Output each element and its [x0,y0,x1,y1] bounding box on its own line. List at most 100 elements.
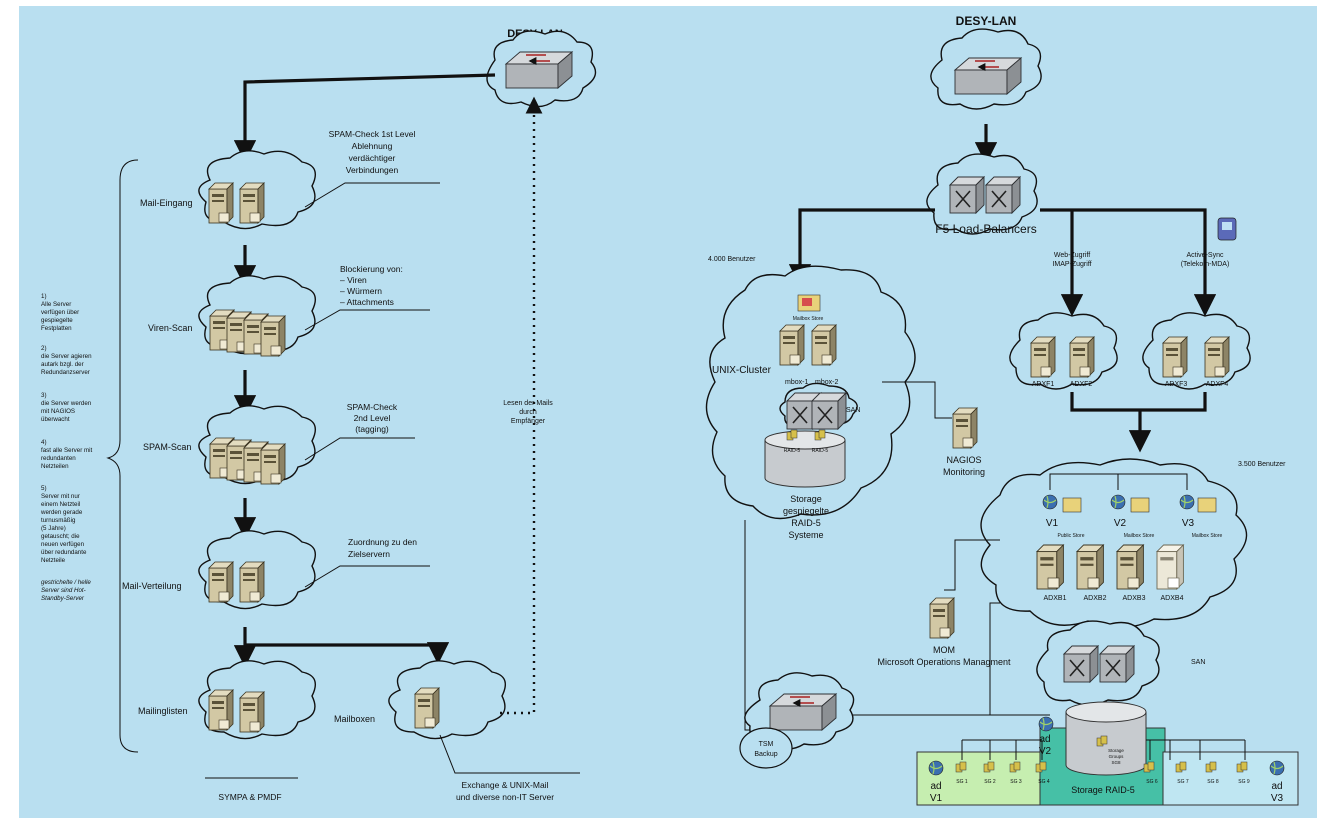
mom-label: MOM [933,645,955,655]
right-lan-switch [955,58,1021,94]
svg-text:Lesen der Mails: Lesen der Mails [503,400,553,407]
svg-text:SG 4: SG 4 [1038,779,1050,785]
svg-text:Standby-Server: Standby-Server [41,595,85,602]
svg-text:Mailbox Store: Mailbox Store [1192,533,1223,539]
nagios-2: Monitoring [943,467,985,477]
svg-text:Redundanzserver: Redundanzserver [41,369,90,376]
svg-text:– Viren: – Viren [340,275,367,285]
svg-text:und diverse non-IT Server: und diverse non-IT Server [456,792,554,802]
svg-text:2): 2) [41,345,47,352]
f5-balancer-2 [986,177,1020,213]
svg-text:Ablehnung: Ablehnung [352,141,393,151]
svg-text:V2: V2 [1039,746,1052,757]
svg-text:RAID-5: RAID-5 [784,448,801,454]
svg-text:SG 1: SG 1 [956,779,968,785]
svg-text:– Würmern: – Würmern [340,286,382,296]
svg-text:Server mit nur: Server mit nur [41,493,80,500]
svg-text:ADXF1: ADXF1 [1032,381,1055,388]
mom-server [930,598,954,638]
svg-text:neuen verfügen: neuen verfügen [41,541,85,548]
svg-text:V3: V3 [1271,793,1284,804]
svg-text:ad: ad [1271,781,1282,792]
svg-text:Empfänger: Empfänger [511,418,546,425]
svg-text:verdächtiger: verdächtiger [349,153,396,163]
svg-text:fast alle Server mit: fast alle Server mit [41,447,93,454]
svg-text:Groups: Groups [1109,754,1125,759]
active-sync-2: (Telekom-MDA) [1181,261,1230,268]
svg-text:SG 3: SG 3 [1010,779,1022,785]
svg-text:SAN: SAN [1191,659,1205,666]
svg-text:einem Netzteil: einem Netzteil [41,501,80,508]
svg-text:Storage: Storage [1108,748,1124,753]
stage-label-mailinglisten: Mailinglisten [138,706,188,716]
svg-text:turnusmäßig: turnusmäßig [41,517,76,524]
svg-text:gespiegelte: gespiegelte [41,317,73,324]
mailboxen-label: Mailboxen [334,714,375,724]
svg-text:SG 9: SG 9 [1238,779,1250,785]
svg-text:ad: ad [1039,734,1050,745]
svg-text:Verbindungen: Verbindungen [346,165,399,175]
svg-text:gestrichelte / helle: gestrichelte / helle [41,579,91,586]
svg-text:5): 5) [41,485,47,492]
svg-text:SPAM-Check: SPAM-Check [347,402,398,412]
svg-text:autark bzgl. der: autark bzgl. der [41,361,84,368]
svg-text:Blockierung von:: Blockierung von: [340,264,403,274]
svg-text:1): 1) [41,293,47,300]
stage-label-verteilung: Mail-Verteilung [122,581,182,591]
exchange-cloud [981,459,1246,628]
svg-text:RAID-5: RAID-5 [791,518,821,528]
svg-text:3): 3) [41,392,47,399]
svg-text:Storage: Storage [790,494,822,504]
svg-text:mit NAGIOS: mit NAGIOS [41,408,75,415]
active-sync-1: Active-Sync [1187,252,1224,259]
svg-text:ad: ad [930,781,941,792]
svg-text:V3: V3 [1182,518,1195,529]
svg-text:Netzteilen: Netzteilen [41,463,69,470]
f5-balancer-1 [950,177,984,213]
svg-text:redundanten: redundanten [41,455,76,462]
users-left: 4.000 Benutzer [708,256,756,263]
svg-text:Systeme: Systeme [788,530,823,540]
svg-text:Netzteile: Netzteile [41,557,66,564]
web-access-1: Web-Zugriff [1054,252,1090,259]
mom-sub: Microsoft Operations Managment [877,657,1011,667]
tsm-circle [740,728,792,768]
svg-text:verfügen über: verfügen über [41,309,79,316]
svg-text:– Attachments: – Attachments [340,297,394,307]
svg-text:Alle Server: Alle Server [41,301,71,308]
svg-text:RAID-5: RAID-5 [812,448,829,454]
svg-text:Zielservern: Zielservern [348,549,390,559]
svg-text:(tagging): (tagging) [355,424,389,434]
svg-text:SAN: SAN [846,407,860,414]
svg-text:2nd Level: 2nd Level [354,413,391,423]
svg-text:ADXF3: ADXF3 [1165,381,1188,388]
svg-text:Zuordnung zu den: Zuordnung zu den [348,537,417,547]
svg-text:SPAM-Check 1st Level: SPAM-Check 1st Level [329,129,416,139]
svg-text:ADXF2: ADXF2 [1070,381,1093,388]
svg-text:ADXB4: ADXB4 [1161,595,1184,602]
unix-cluster-label: UNIX-Cluster [712,365,772,376]
svg-text:SG 2: SG 2 [984,779,996,785]
svg-text:ADXB3: ADXB3 [1123,595,1146,602]
svg-text:SG 6: SG 6 [1146,779,1158,785]
users-right: 3.500 Benutzer [1238,461,1286,468]
svg-text:ADXB1: ADXB1 [1044,595,1067,602]
mailbox-store-icon-left [798,295,820,311]
note-sympa: SYMPA & PMDF [218,792,281,802]
svg-text:Mailbox Store: Mailbox Store [793,316,824,322]
svg-text:4): 4) [41,439,47,446]
svg-text:V1: V1 [1046,518,1059,529]
svg-text:SG 7: SG 7 [1177,779,1189,785]
stage-label-eingang: Mail-Eingang [140,198,193,208]
main-storage-cylinder [1066,702,1146,722]
f5-label: F5 Load-Balancers [935,222,1036,236]
svg-text:überwacht: überwacht [41,416,70,423]
svg-text:TSM: TSM [759,741,774,748]
right-lan-label: DESY-LAN [956,14,1017,28]
activesync-icon [1218,218,1236,240]
svg-text:getauscht; die: getauscht; die [41,533,80,540]
svg-text:die Server werden: die Server werden [41,400,92,407]
svg-text:Mailbox Store: Mailbox Store [1124,533,1155,539]
svg-text:Exchange & UNIX-Mail: Exchange & UNIX-Mail [462,780,549,790]
